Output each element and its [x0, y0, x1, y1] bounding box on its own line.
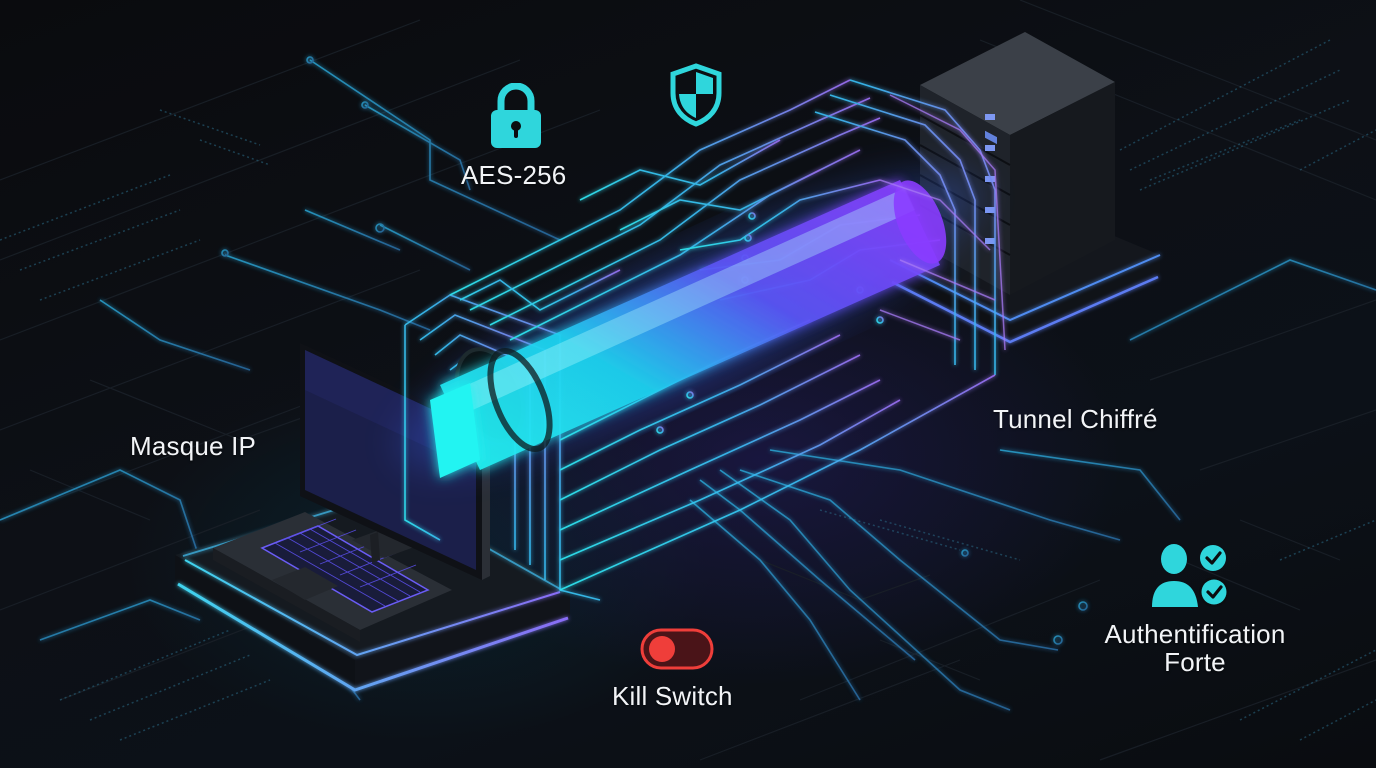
- toggle-switch-icon[interactable]: [640, 628, 714, 670]
- lock-icon: [491, 83, 541, 148]
- users-verified-icon: [1152, 544, 1229, 607]
- strong-auth-label: Authentification Forte: [1090, 620, 1300, 676]
- aes-256-label: AES-256: [461, 160, 567, 190]
- encrypted-tunnel-label: Tunnel Chiffré: [993, 404, 1158, 434]
- strong-auth-label-line1: Authentification: [1104, 619, 1286, 649]
- encrypted-tunnel-tube: [430, 180, 947, 478]
- laptop: [213, 512, 452, 642]
- strong-auth-label-line2: Forte: [1164, 647, 1226, 677]
- kill-switch-label: Kill Switch: [612, 681, 733, 711]
- ip-mask-label: Masque IP: [130, 431, 257, 461]
- data-streaks: [0, 39, 1376, 741]
- floor-traces: [0, 56, 1376, 711]
- shield-icon: [670, 63, 722, 127]
